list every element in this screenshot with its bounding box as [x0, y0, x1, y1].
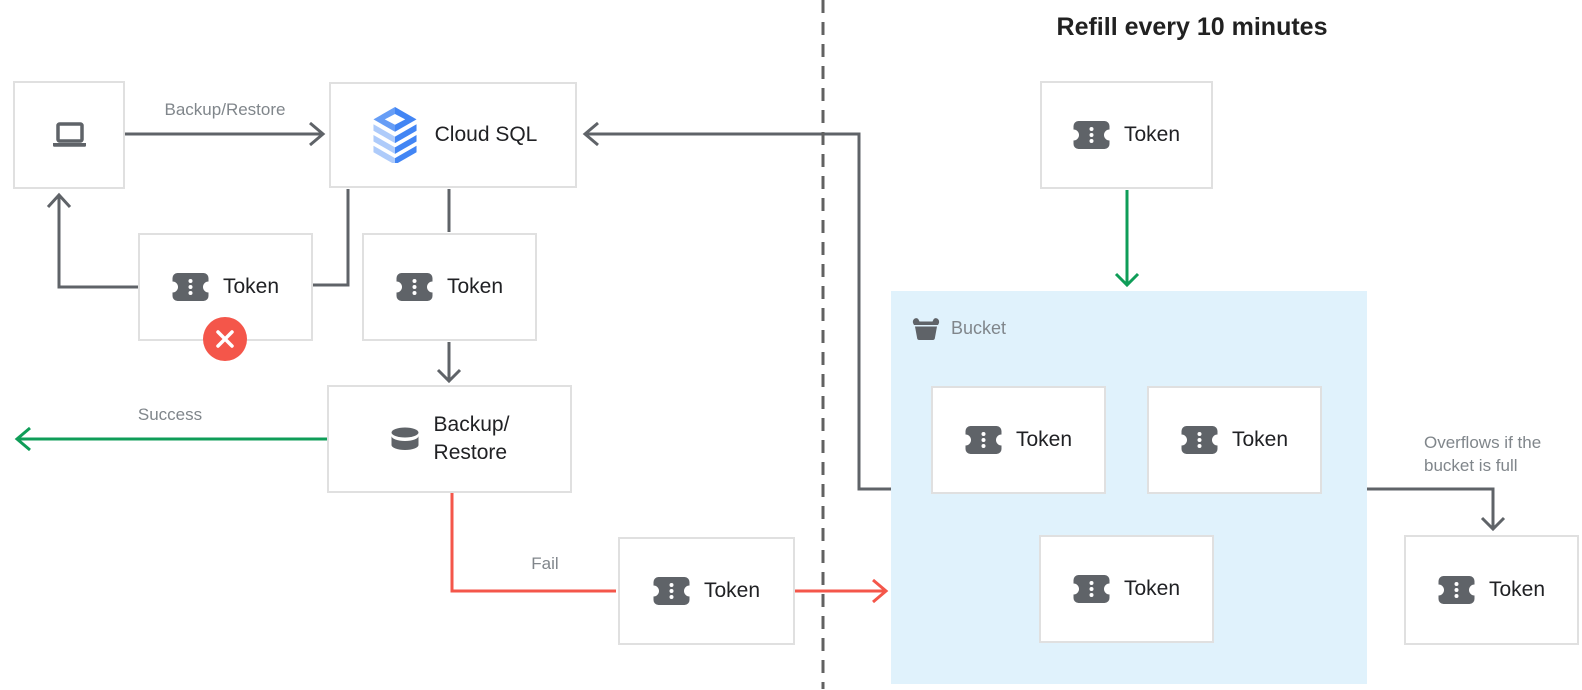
edge-bucket-to-cloudsql — [586, 132, 891, 491]
edge-token-to-laptop — [57, 197, 138, 289]
arrowhead-up-laptop — [46, 192, 72, 209]
token-node-fail: Token — [618, 537, 795, 645]
token-ticket-icon — [395, 273, 433, 301]
database-icon — [390, 426, 420, 452]
laptop-icon — [50, 120, 88, 150]
token-node-processing: Token — [362, 233, 537, 341]
arrowhead-left-cloudsql — [582, 121, 599, 147]
token-ticket-icon — [171, 273, 209, 301]
edge-label-overflow: Overflows if the bucket is full — [1424, 433, 1542, 475]
token-node-bucket-1: Token — [931, 386, 1106, 494]
error-x-icon — [203, 317, 247, 361]
cloud-sql-label: Cloud SQL — [434, 122, 538, 146]
client-node — [13, 81, 125, 189]
backup-restore-label: Backup/ Restore — [433, 412, 510, 464]
token-ticket-icon — [1072, 121, 1110, 149]
edge-label-backup-restore: Backup/Restore — [164, 100, 286, 119]
edge-bucket-overflow — [1367, 487, 1495, 527]
arrowhead-down-overflow — [1480, 516, 1506, 532]
arrowhead-left-success — [14, 426, 31, 452]
bucket-icon — [911, 315, 941, 341]
bucket-label: Bucket — [911, 315, 1006, 341]
token-label: Token — [1123, 576, 1181, 600]
token-label: Token — [703, 578, 761, 602]
token-node-overflow: Token — [1404, 535, 1579, 645]
bucket-label-text: Bucket — [951, 317, 1007, 338]
edge-fail — [450, 493, 616, 593]
token-node-refill: Token — [1040, 81, 1213, 189]
token-ticket-icon — [1437, 576, 1475, 604]
backup-restore-node: Backup/ Restore — [327, 385, 572, 493]
token-label: Token — [446, 274, 504, 298]
token-ticket-icon — [964, 426, 1002, 454]
token-ticket-icon — [1180, 426, 1218, 454]
token-label: Token — [222, 274, 280, 298]
token-label: Token — [1123, 122, 1181, 146]
token-ticket-icon — [1072, 575, 1110, 603]
arrowhead-down-refill — [1114, 272, 1140, 288]
token-label: Token — [1231, 427, 1289, 451]
token-node-bucket-2: Token — [1147, 386, 1322, 494]
arrowhead-down-backup — [436, 368, 462, 384]
token-ticket-icon — [652, 577, 690, 605]
edge-label-success: Success — [137, 405, 203, 424]
arrowhead-right-bucket — [872, 578, 889, 604]
token-label: Token — [1488, 577, 1546, 601]
page-title: Refill every 10 minutes — [1056, 13, 1328, 41]
arrowhead-right-cloudsql — [309, 121, 326, 147]
cloud-sql-node: Cloud SQL — [329, 82, 577, 188]
token-label: Token — [1015, 427, 1073, 451]
edge-label-fail: Fail — [531, 554, 559, 573]
token-node-bucket-3: Token — [1039, 535, 1214, 643]
edge-cloudsql-to-rejected-token — [313, 189, 350, 287]
cloud-sql-icon — [369, 107, 421, 163]
